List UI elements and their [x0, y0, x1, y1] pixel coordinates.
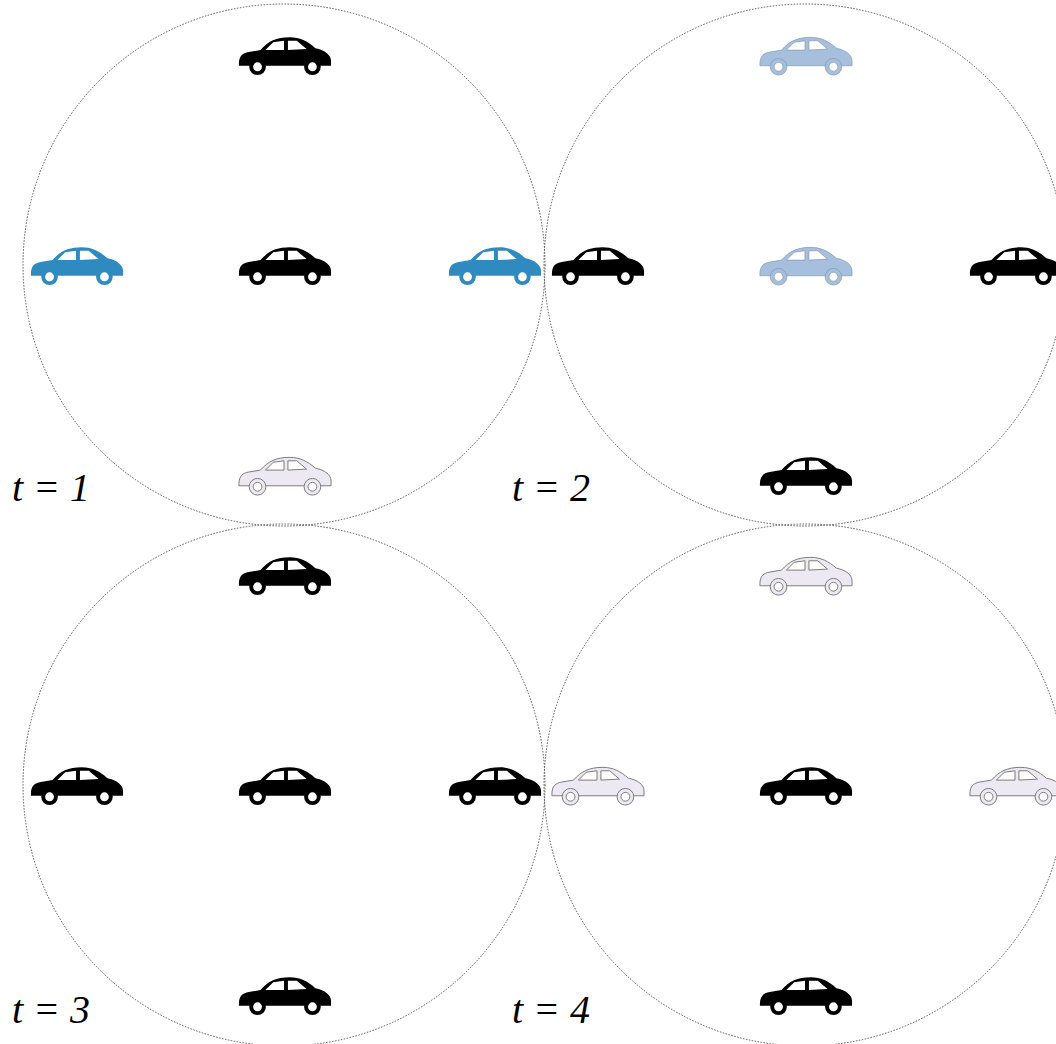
time-label: t = 3 — [12, 990, 90, 1030]
car-group — [552, 557, 1056, 1015]
time-label: t = 1 — [12, 468, 90, 508]
time-label: t = 2 — [512, 468, 590, 508]
car-group — [31, 37, 541, 495]
time-label: t = 4 — [512, 990, 590, 1030]
car-group — [31, 557, 541, 1015]
car-group — [552, 37, 1056, 495]
range-circle — [23, 4, 1056, 1044]
